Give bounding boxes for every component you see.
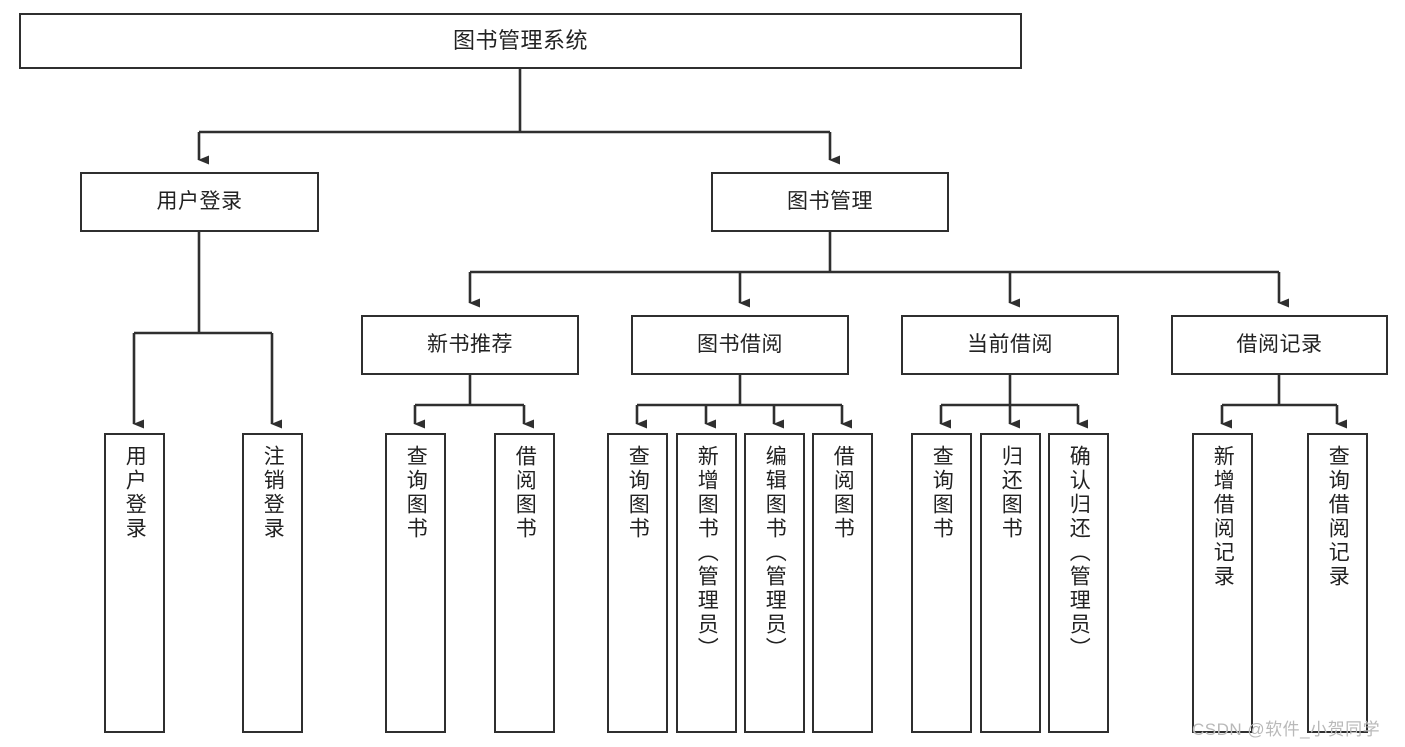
node-label: 用户登录 — [156, 189, 243, 213]
node-leaf-bookborrow-edit[interactable]: 编辑图书（管理员） — [744, 433, 805, 733]
node-label: 编辑图书（管理员） — [763, 445, 787, 661]
node-leaf-newbook-query[interactable]: 查询图书 — [385, 433, 446, 733]
node-label: 用户登录 — [123, 445, 147, 541]
node-label: 查询借阅记录 — [1326, 445, 1350, 589]
node-leaf-borrowrecords-add[interactable]: 新增借阅记录 — [1192, 433, 1253, 733]
node-book-borrow[interactable]: 图书借阅 — [631, 315, 849, 375]
node-label: 新增图书（管理员） — [695, 445, 719, 661]
node-borrow-records[interactable]: 借阅记录 — [1171, 315, 1388, 375]
node-label: 图书借阅 — [697, 332, 783, 356]
node-root-system[interactable]: 图书管理系统 — [19, 13, 1022, 69]
node-label: 新书推荐 — [427, 332, 513, 356]
node-label: 注销登录 — [261, 445, 285, 541]
node-label: 新增借阅记录 — [1211, 445, 1235, 589]
node-label: 确认归还（管理员） — [1067, 445, 1091, 661]
node-leaf-bookborrow-query[interactable]: 查询图书 — [607, 433, 668, 733]
node-leaf-user-login-signin[interactable]: 用户登录 — [104, 433, 165, 733]
node-leaf-currentborrow-query[interactable]: 查询图书 — [911, 433, 972, 733]
node-label: 当前借阅 — [967, 332, 1053, 356]
node-leaf-borrowrecords-query[interactable]: 查询借阅记录 — [1307, 433, 1368, 733]
node-leaf-newbook-borrow[interactable]: 借阅图书 — [494, 433, 555, 733]
node-label: 借阅图书 — [831, 445, 855, 541]
node-label: 查询图书 — [626, 445, 650, 541]
node-label: 借阅记录 — [1236, 332, 1323, 356]
node-leaf-currentborrow-confirm[interactable]: 确认归还（管理员） — [1048, 433, 1109, 733]
node-leaf-user-login-signout[interactable]: 注销登录 — [242, 433, 303, 733]
node-label: 图书管理 — [787, 189, 873, 213]
node-leaf-bookborrow-add[interactable]: 新增图书（管理员） — [676, 433, 737, 733]
node-label: 查询图书 — [404, 445, 428, 541]
node-label: 查询图书 — [930, 445, 954, 541]
node-user-login[interactable]: 用户登录 — [80, 172, 319, 232]
node-new-book-recommend[interactable]: 新书推荐 — [361, 315, 579, 375]
node-book-management[interactable]: 图书管理 — [711, 172, 949, 232]
node-label: 归还图书 — [999, 445, 1023, 541]
node-leaf-bookborrow-borrow[interactable]: 借阅图书 — [812, 433, 873, 733]
node-leaf-currentborrow-return[interactable]: 归还图书 — [980, 433, 1041, 733]
node-label: 借阅图书 — [513, 445, 537, 541]
node-label: 图书管理系统 — [452, 28, 588, 54]
node-current-borrow[interactable]: 当前借阅 — [901, 315, 1119, 375]
